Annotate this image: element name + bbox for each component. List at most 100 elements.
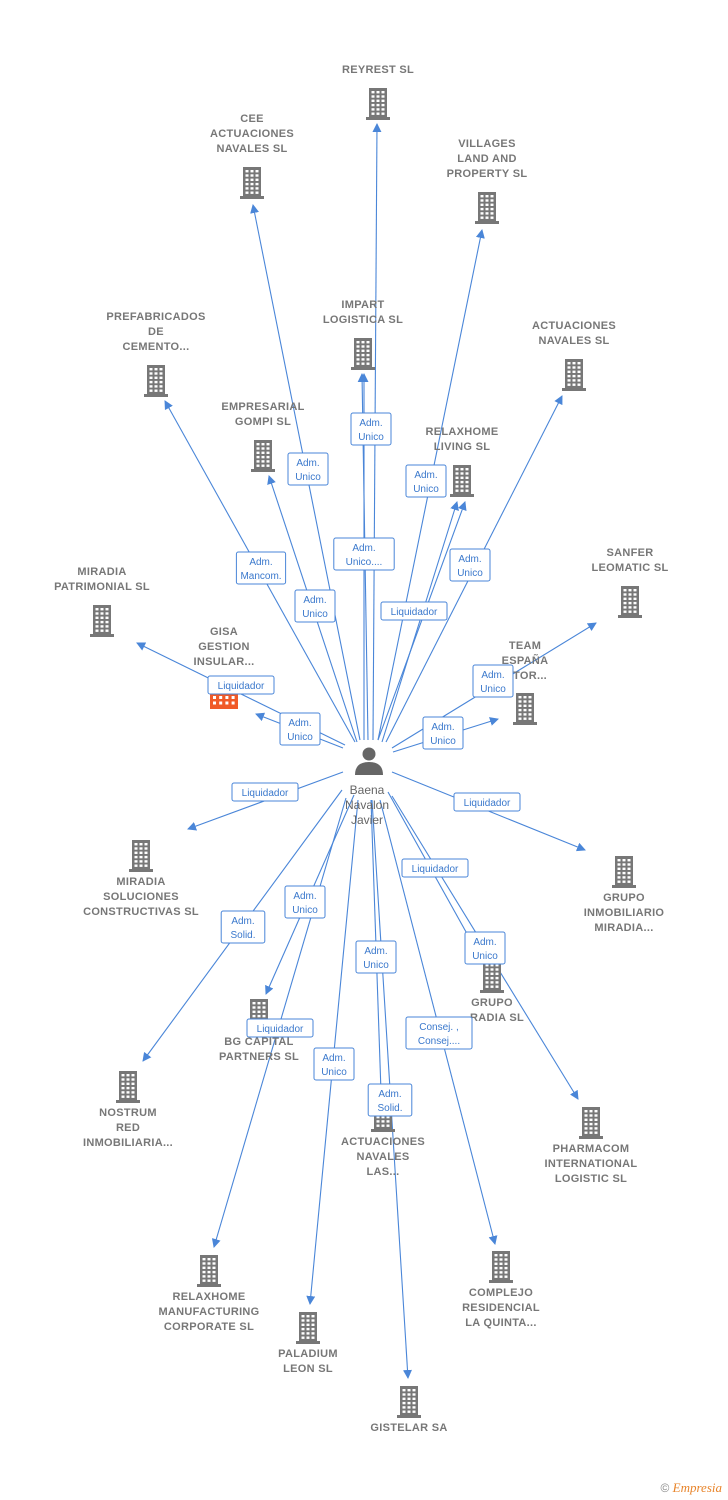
edge-label[interactable]: Adm. Unico <box>355 940 397 974</box>
node-label: PHARMACOM <box>553 1143 630 1155</box>
node-label: DE <box>148 326 164 338</box>
building-icon <box>144 365 168 397</box>
edge-label-text: Unico.... <box>346 557 383 568</box>
node-label: BG CAPITAL <box>224 1036 293 1048</box>
edge-label[interactable]: Consej. ,Consej.... <box>405 1016 473 1050</box>
node-label: NOSTRUM <box>99 1107 157 1119</box>
building-icon <box>397 1386 421 1418</box>
node-label: INMOBILIARIO <box>584 907 665 919</box>
edge-label[interactable]: Adm.Unico <box>422 716 464 750</box>
building-icon <box>612 856 636 888</box>
edge-to-relaxhome-living <box>381 501 459 743</box>
node-label: CEE <box>240 113 264 125</box>
brand-logo[interactable]: Empresia <box>672 1480 722 1495</box>
edge-label-text: Unico <box>358 432 384 443</box>
edge-label-text: Adm. <box>293 891 316 902</box>
building-icon <box>116 1071 140 1103</box>
edge-label[interactable]: Adm.Unico <box>464 931 506 965</box>
building-icon <box>210 693 238 709</box>
edge-label[interactable]: Liquidador <box>231 782 299 802</box>
building-icon <box>90 605 114 637</box>
edge-label-text: Adm. <box>364 946 387 957</box>
edge-label[interactable]: Adm.Unico <box>313 1047 355 1081</box>
person-icon <box>355 747 383 775</box>
edge-label[interactable]: Adm.Unico <box>284 885 326 919</box>
node-reyrest[interactable]: REYREST SL <box>342 64 414 120</box>
edge-label[interactable]: Adm.Unico <box>279 712 321 746</box>
node-grupo-miradia[interactable]: GRUPO...RADIA SL <box>460 961 524 1024</box>
edge-label[interactable]: Liquidador <box>380 601 448 621</box>
node-label: MIRADIA... <box>594 922 653 934</box>
node-gistelar[interactable]: GISTELAR SA <box>370 1386 447 1434</box>
edge-label[interactable]: Adm.Unico <box>449 548 491 582</box>
edge-label-text: Unico <box>413 484 439 495</box>
node-label: NAVALES SL <box>538 335 609 347</box>
edge-label[interactable]: Adm.Unico <box>405 464 447 498</box>
edge-label-text: Adm. <box>296 458 319 469</box>
edge-label[interactable]: Adm.Unico <box>472 664 514 698</box>
edge-label-text: Liquidador <box>218 681 265 692</box>
node-label: ACTUACIONES <box>341 1136 425 1148</box>
edge-label[interactable]: Adm.Unico <box>287 452 329 486</box>
node-label: GOMPI SL <box>235 416 291 428</box>
edge-label[interactable]: Liquidador <box>401 858 469 878</box>
node-label: INMOBILIARIA... <box>83 1137 173 1149</box>
node-label: PREFABRICADOS <box>106 311 205 323</box>
edge-label[interactable]: Adm.Mancom. <box>235 551 287 585</box>
edge-label[interactable]: Liquidador <box>246 1018 314 1038</box>
building-icon <box>489 1251 513 1283</box>
node-empresarial[interactable]: EMPRESARIAL GOMPI SL <box>221 401 304 472</box>
node-label: COMPLEJO <box>469 1287 533 1299</box>
edge-label[interactable]: Adm.Unico <box>294 589 336 623</box>
edge-label[interactable]: Adm.Unico <box>350 412 392 446</box>
building-icon <box>296 1312 320 1344</box>
edge-label-text: Unico <box>302 609 328 620</box>
building-icon <box>480 961 504 993</box>
node-label: GISTELAR SA <box>370 1422 447 1434</box>
node-prefabricados[interactable]: PREFABRICADOS DE CEMENTO... <box>106 311 205 397</box>
edge-label-text: Liquidador <box>464 798 511 809</box>
edge-label-text: Liquidador <box>242 788 289 799</box>
edge-label[interactable]: Adm. Unico.... <box>333 537 395 571</box>
node-label: GISA <box>210 626 238 638</box>
building-icon <box>475 192 499 224</box>
node-label: ACTUACIONES <box>210 128 294 140</box>
edge-label-text: Unico <box>430 736 456 747</box>
node-label: EMPRESARIAL <box>221 401 304 413</box>
node-label: PATRIMONIAL SL <box>54 581 150 593</box>
edge-label[interactable]: Adm. Solid. <box>367 1083 413 1117</box>
building-icon <box>129 840 153 872</box>
node-label: CEMENTO... <box>123 341 190 353</box>
edge-label-text: Solid. <box>377 1103 402 1114</box>
building-icon <box>618 586 642 618</box>
node-label: ACTUACIONES <box>532 320 616 332</box>
edge-label-text: Unico <box>363 960 389 971</box>
node-actuaciones-navales[interactable]: ACTUACIONES NAVALES SL <box>532 320 616 391</box>
node-grupo-inmobiliario[interactable]: GRUPOINMOBILIARIOMIRADIA... <box>584 856 665 934</box>
node-team[interactable]: TEAMESPAÑA...TOR... <box>502 640 549 725</box>
edge-label[interactable]: Adm.Solid. <box>220 910 266 944</box>
edge-label[interactable]: Liquidador <box>453 792 521 812</box>
node-label: LOGISTICA SL <box>323 314 403 326</box>
edge-label-text: Adm. <box>378 1089 401 1100</box>
node-label: PROPERTY SL <box>447 168 528 180</box>
edge-label[interactable]: Liquidador <box>207 675 275 695</box>
edge-label-text: Adm. <box>352 543 375 554</box>
node-gisa[interactable]: GISAGESTIONINSULAR... <box>193 626 254 709</box>
node-label: INSULAR... <box>193 656 254 668</box>
node-nostrum[interactable]: NOSTRUMREDINMOBILIARIA... <box>83 1071 173 1149</box>
edge-label-text: Adm. <box>473 937 496 948</box>
